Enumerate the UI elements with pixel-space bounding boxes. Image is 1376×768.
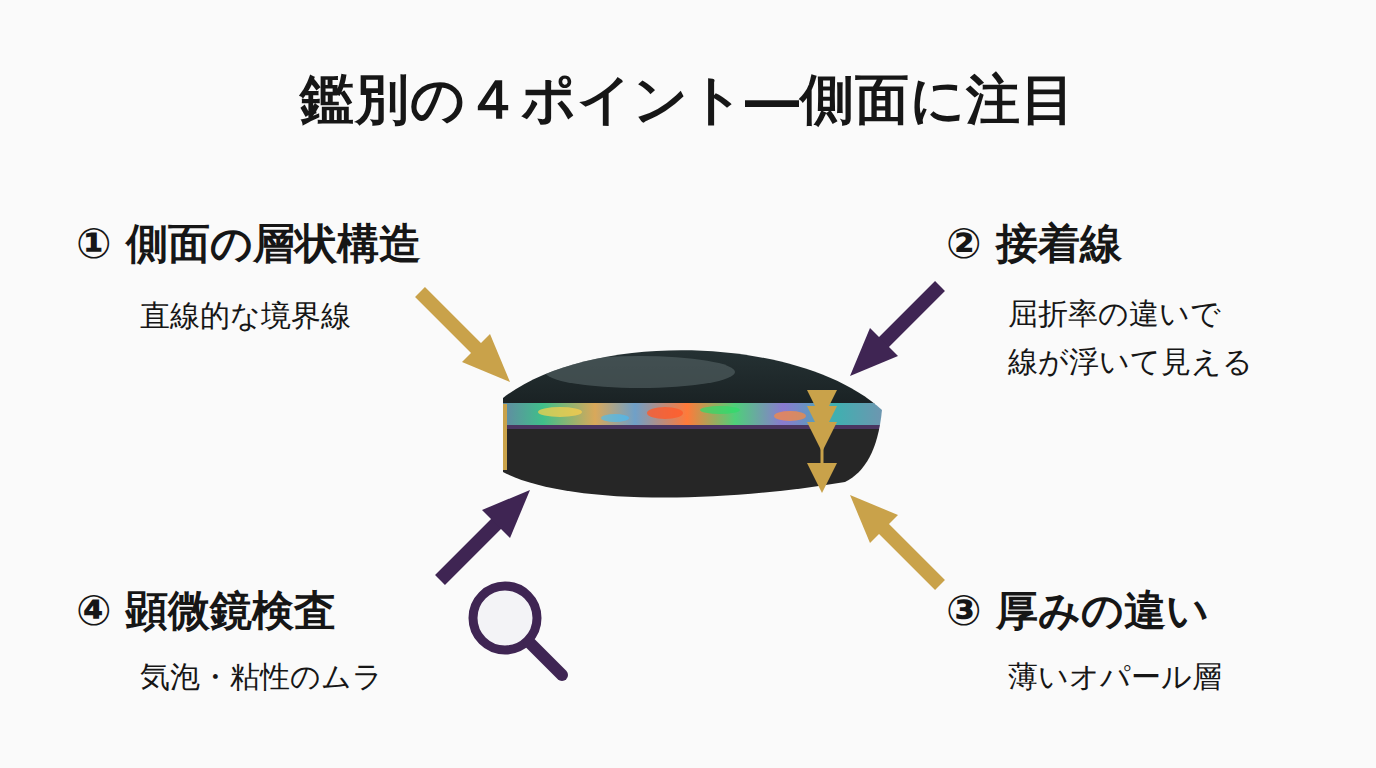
callout-note: 屈折率の違いで 線が浮いて見える: [1008, 290, 1308, 386]
callout-heading: ② 接着線: [946, 218, 1122, 271]
callout-heading: ① 側面の層状構造: [76, 218, 421, 271]
pointer-arrow: [850, 495, 940, 585]
callout-note: 直線的な境界線: [140, 297, 351, 335]
pointer-arrow: [850, 286, 940, 376]
thickness-arrow: [821, 437, 824, 478]
layer-boundary: [503, 404, 507, 470]
thickness-arrow: [821, 405, 824, 421]
callout-note: 薄いオパール層: [1008, 658, 1222, 696]
callout-heading: ③ 厚みの違い: [946, 585, 1209, 638]
magnifier-icon: [473, 586, 562, 675]
pointer-arrow: [420, 292, 510, 382]
opal-body: [495, 320, 895, 519]
callout-note: 気泡・粘性のムラ: [140, 658, 383, 696]
diagram-title: 鑑別の４ポイント―側面に注目: [300, 66, 1076, 134]
callout-heading: ④ 顕微鏡検査: [76, 585, 336, 638]
pointer-arrow: [440, 490, 530, 580]
